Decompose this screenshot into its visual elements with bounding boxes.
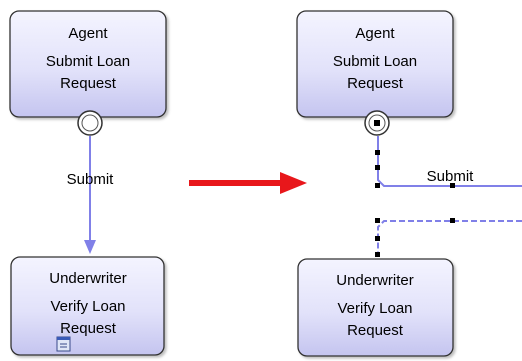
agent-role-label-after: Agent xyxy=(355,25,395,42)
connector-handles[interactable] xyxy=(375,150,455,257)
handle xyxy=(375,150,380,155)
agent-task-line2-after: Request xyxy=(347,75,404,92)
agent-task-box[interactable]: Agent Submit Loan Request xyxy=(9,10,167,118)
underwriter-task-line1-after: Verify Loan xyxy=(337,300,412,317)
agent-task-box-after[interactable]: Agent Submit Loan Request xyxy=(296,10,454,118)
handle xyxy=(450,183,455,188)
handle xyxy=(450,218,455,223)
after-diagram: Agent Submit Loan Request Submit Underwr… xyxy=(296,10,522,357)
end-port-inner-icon xyxy=(81,114,99,132)
underwriter-role-label: Underwriter xyxy=(49,270,127,287)
connector-arrowhead xyxy=(84,240,96,254)
agent-task-line1-after: Submit Loan xyxy=(333,53,417,70)
task-form-icon xyxy=(56,336,71,352)
handle xyxy=(375,183,380,188)
underwriter-task-line2-after: Request xyxy=(347,322,404,339)
port-selection-handle[interactable] xyxy=(374,120,380,126)
submit-connector-label: Submit xyxy=(67,171,115,188)
handle xyxy=(375,252,380,257)
underwriter-task-box-after[interactable]: Underwriter Verify Loan Request xyxy=(297,258,454,357)
agent-role-label: Agent xyxy=(68,25,108,42)
handle xyxy=(375,165,380,170)
end-port-inner-icon-after xyxy=(368,114,386,132)
agent-task-line1: Submit Loan xyxy=(46,53,130,70)
red-right-arrow-icon xyxy=(189,172,307,194)
before-diagram: Agent Submit Loan Request Submit Underwr… xyxy=(9,10,167,356)
underwriter-task-line2: Request xyxy=(60,320,117,337)
handle xyxy=(375,218,380,223)
underwriter-task-line1: Verify Loan xyxy=(50,298,125,315)
submit-connector-label-after: Submit xyxy=(427,168,475,185)
underwriter-role-label-after: Underwriter xyxy=(336,272,414,289)
underwriter-task-box[interactable]: Underwriter Verify Loan Request xyxy=(10,256,165,356)
handle xyxy=(375,236,380,241)
submit-connector-in[interactable] xyxy=(377,220,522,256)
agent-task-line2: Request xyxy=(60,75,117,92)
